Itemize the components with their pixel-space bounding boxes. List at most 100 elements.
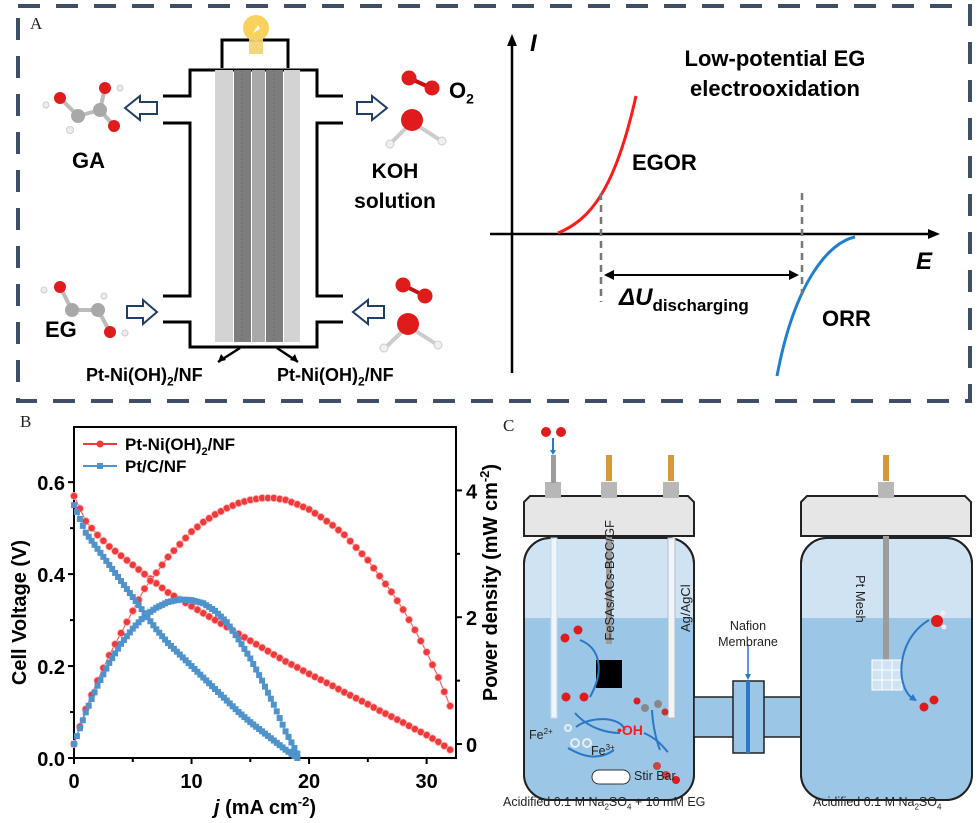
y2-tick-label: 4 [466,481,478,503]
data-point [428,734,437,743]
data-point [100,671,107,678]
data-point [138,606,145,613]
dashed-frame [16,4,972,403]
data-point [193,522,202,531]
y-tick-label: 0.4 [37,565,66,587]
orr-label: ORR [822,306,871,331]
data-point [187,527,196,536]
data-point [404,615,413,624]
data-point [126,590,133,597]
schematic-title-line1: Low-potential EG [684,46,866,71]
data-point [250,660,257,667]
data-point [97,677,104,684]
data-point [193,605,202,614]
x-tick-label: 0 [68,771,79,793]
data-point [164,552,173,561]
data-point [285,733,292,740]
data-point [232,632,239,639]
left-cell [523,427,695,801]
layer-gdl-left [215,70,233,342]
data-point [135,619,142,626]
electrode-label-right: Pt-Ni(OH)2/NF [277,365,394,389]
data-point [247,655,254,662]
schematic-title: Low-potential EG electrooxidation [650,44,900,104]
data-point [112,569,119,576]
oxygen-molecule-icon-top [401,70,440,96]
data-point [434,737,443,746]
data-point [235,636,242,643]
data-point [158,583,167,592]
water-molecule-icon-bottom [379,313,443,353]
membrane-bridge [693,645,802,754]
data-point [328,521,337,530]
data-point [128,606,137,615]
data-point [71,741,77,748]
data-point [88,537,95,544]
data-point [269,650,278,659]
electrode-right-tail: /NF [364,365,394,385]
data-point [357,549,366,558]
data-point [126,629,133,636]
data-point [164,588,173,597]
lightbulb-icon [243,15,269,54]
data-point [238,641,245,648]
data-point [85,702,92,709]
koh-label-line2: solution [354,190,436,213]
data-point [263,647,272,656]
legend-marker [96,440,104,448]
data-point [79,717,86,724]
data-point [71,502,77,509]
panel-a-letter: A [30,14,43,33]
reference-electrode-port [663,482,679,498]
delta-u-text: ΔU [619,284,653,311]
delta-u-label: ΔUdischarging [619,284,749,315]
data-point [256,672,263,679]
working-electrode-label: FeSAs/ACs-BCC/GF [602,520,617,641]
ethylene-glycol-molecule-icon [40,281,129,338]
data-point [129,594,136,601]
data-point [282,728,289,735]
data-point [446,702,455,711]
data-point [117,629,126,638]
left-caption-sub2: 4 [626,802,632,812]
fe3-text: Fe [591,744,606,759]
data-point [340,530,349,539]
data-point [369,564,378,573]
data-point [440,741,449,750]
data-point [258,643,267,652]
counter-electrode-port [878,482,894,498]
data-point [334,526,343,535]
right-caption-sub1: 2 [914,802,919,812]
data-point [288,739,295,746]
data-point [267,695,274,702]
reference-electrode-label: Ag/AgCl [678,584,693,632]
data-point [363,556,372,565]
data-point [253,666,260,673]
data-point [85,533,92,540]
data-point [223,619,230,626]
data-point [199,518,208,527]
data-point [276,715,283,722]
data-point [275,654,284,663]
panel-b-letter: B [20,412,32,431]
data-point [88,696,95,703]
data-point [205,612,214,621]
data-point [279,721,286,728]
data-point [158,560,167,569]
data-point [305,505,314,514]
data-point [106,561,113,568]
x-tick-label: 30 [415,771,437,793]
outflow-arrow-o2 [356,93,389,123]
nafion-membrane [746,681,750,753]
data-point [94,682,101,689]
koh-label-line1: KOH [371,160,419,183]
data-point [416,637,425,646]
y2-tick-label: 2 [466,608,477,630]
data-point [122,556,131,565]
panel-a-frame [16,4,972,403]
fe2-text: Fe [529,728,544,743]
x-axis-label: j (mA cm-2) [211,794,316,819]
o2-subscript: 2 [466,90,474,107]
